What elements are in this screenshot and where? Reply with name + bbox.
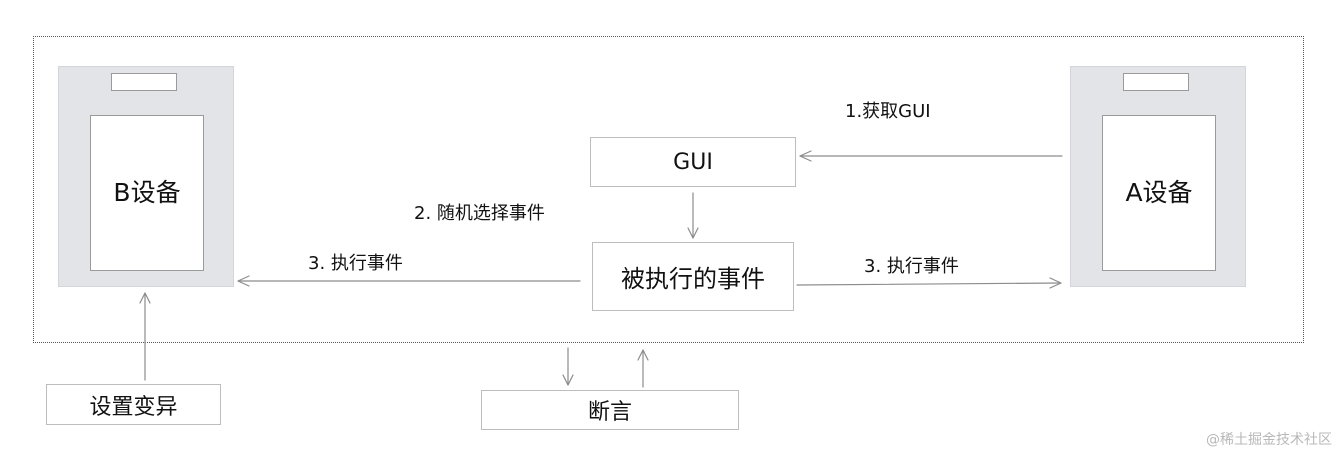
device-a-screen bbox=[1102, 115, 1216, 271]
device-a-label: A设备 bbox=[1125, 178, 1193, 207]
arrow-mutation-to-b-head bbox=[139, 292, 151, 304]
device-b-screen bbox=[90, 115, 204, 271]
system-boundary-frame bbox=[33, 36, 1304, 343]
gui-box: GUI bbox=[590, 137, 796, 187]
gui-box-label: GUI bbox=[673, 149, 713, 175]
arrow-to-assertion-head bbox=[562, 374, 574, 386]
watermark: @稀土掘金技术社区 bbox=[1206, 432, 1332, 448]
arrow-event-to-b-head bbox=[237, 275, 250, 287]
edge-label-random-select: 2. 随机选择事件 bbox=[414, 203, 545, 224]
executed-event-box: 被执行的事件 bbox=[592, 242, 794, 311]
set-mutation-box: 设置变异 bbox=[46, 384, 221, 425]
edge-label-execute-left: 3. 执行事件 bbox=[308, 253, 403, 274]
device-a-handle bbox=[1123, 73, 1189, 91]
device-b-label: B设备 bbox=[113, 178, 181, 207]
arrow-event-to-a bbox=[796, 282, 1062, 286]
arrow-a-to-gui-head bbox=[799, 150, 812, 162]
edge-label-execute-right: 3. 执行事件 bbox=[864, 256, 959, 277]
device-b-handle bbox=[111, 73, 177, 91]
executed-event-label: 被执行的事件 bbox=[621, 265, 765, 293]
edge-label-get-gui: 1.获取GUI bbox=[845, 101, 931, 122]
arrow-from-assertion-head bbox=[637, 349, 649, 361]
assertion-label: 断言 bbox=[587, 400, 632, 425]
arrow-event-to-a-head bbox=[1049, 277, 1062, 289]
arrow-gui-to-event-head bbox=[687, 227, 699, 239]
assertion-box: 断言 bbox=[481, 390, 739, 430]
set-mutation-label: 设置变异 bbox=[89, 394, 178, 420]
